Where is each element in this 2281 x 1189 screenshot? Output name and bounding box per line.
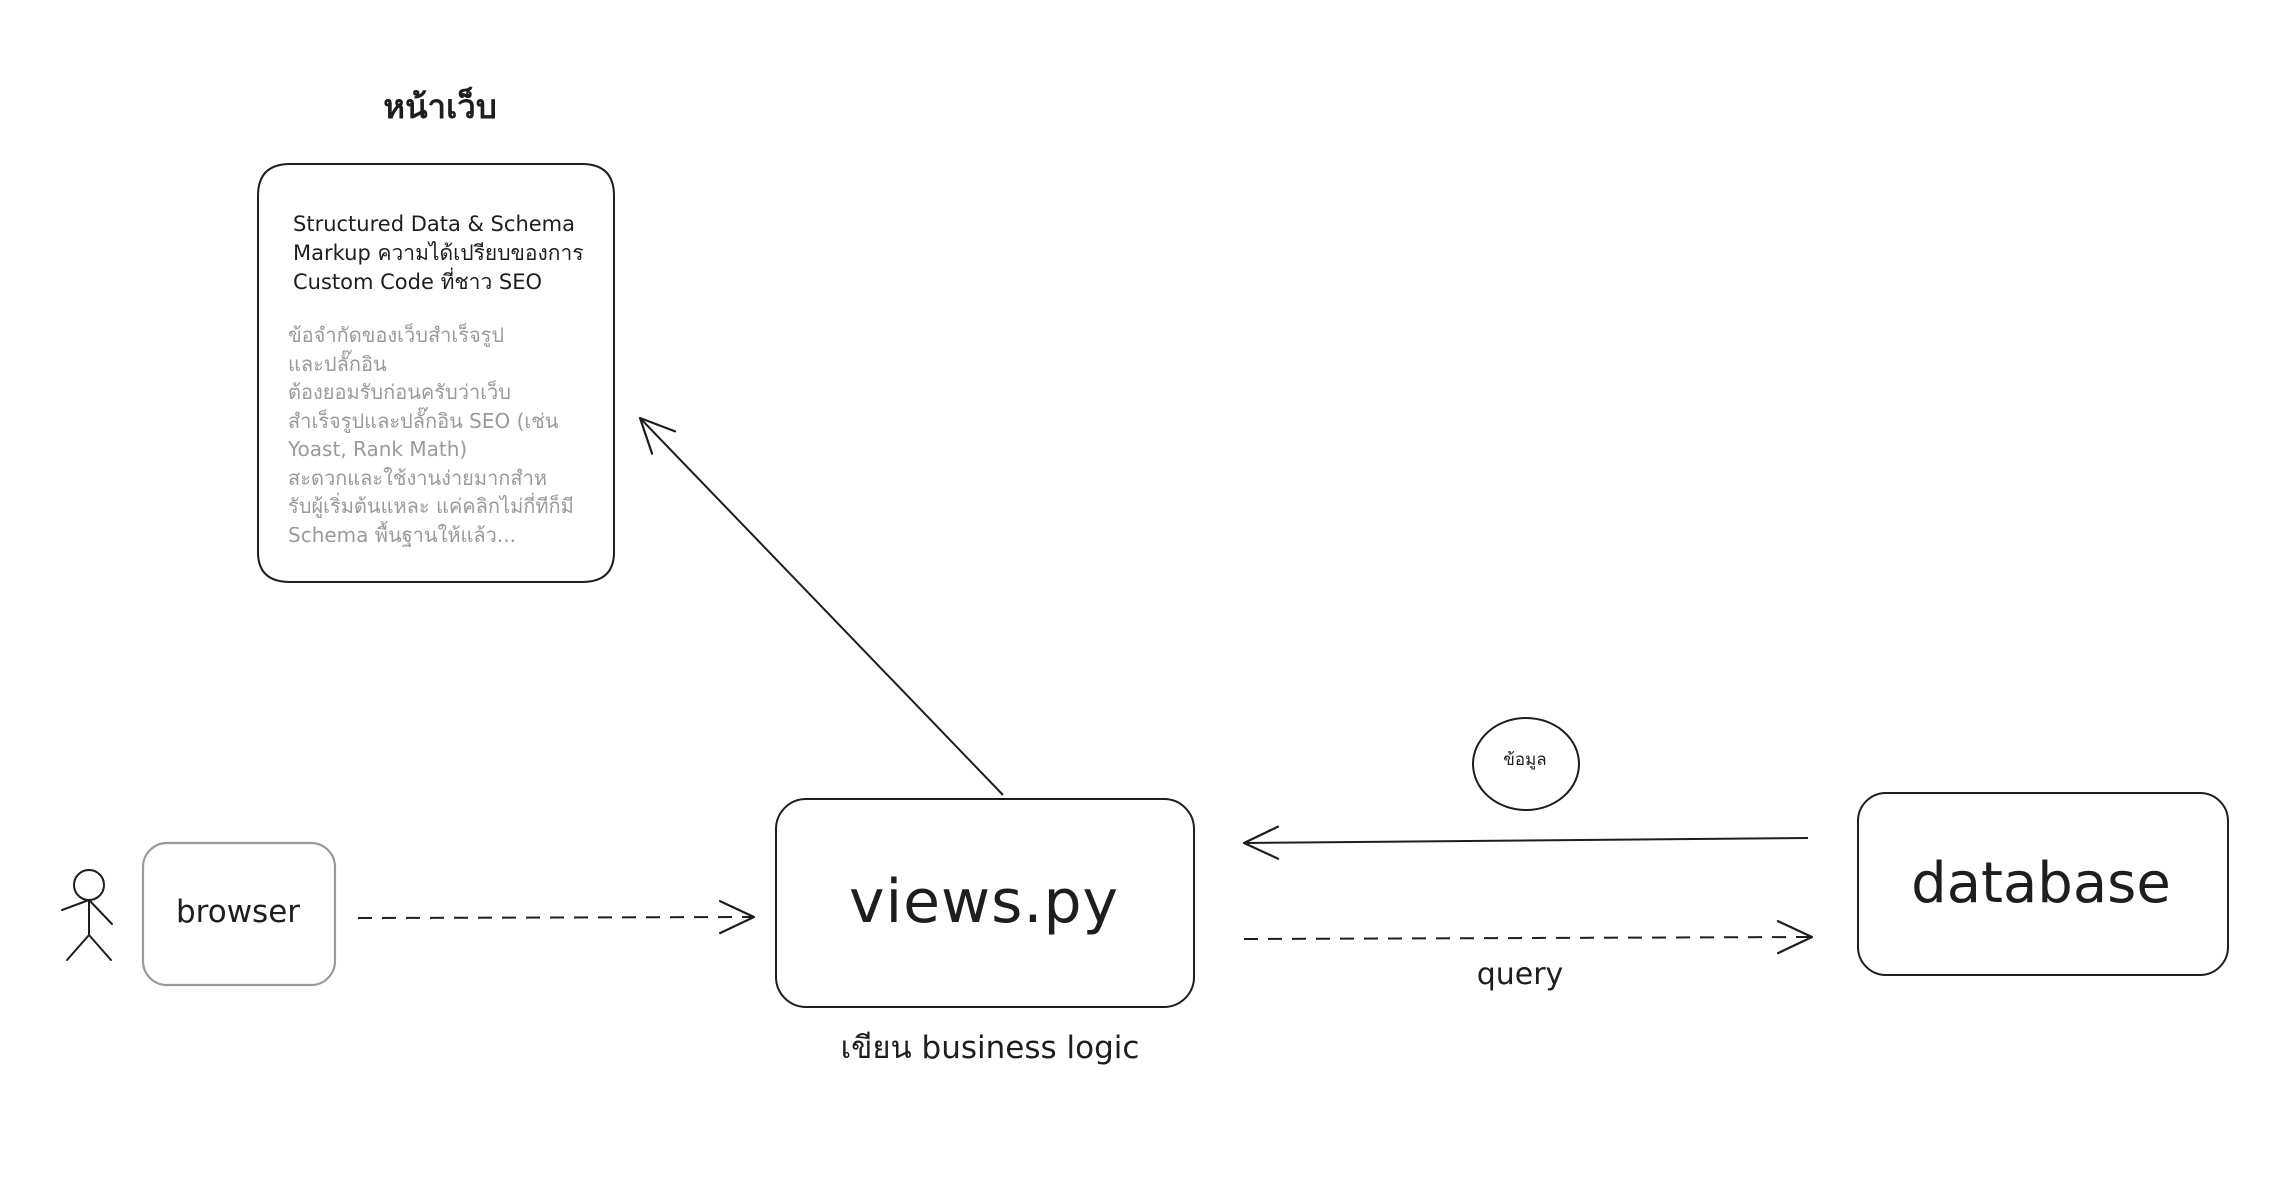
card-body-line: สะดวกและใช้งานง่ายมากสำห [288, 465, 548, 490]
database-box [1857, 792, 2229, 976]
card-body-line: สำเร็จรูปและปลั๊กอิน SEO (เช่น [288, 408, 559, 433]
views-to-database-query-arrow [1243, 920, 1814, 955]
browser-box [141, 841, 337, 987]
card-title-line: Markup ความได้เปรียบของการ [293, 241, 584, 265]
views-caption: เขียน business logic [840, 1030, 1140, 1066]
views-to-webpage-arrow [638, 416, 1004, 796]
query-label: query [1476, 957, 1564, 992]
webpage-card [257, 163, 615, 583]
card-body-line: ข้อจำกัดของเว็บสำเร็จรูป [288, 323, 505, 347]
card-body-line: ต้องยอมรับก่อนครับว่าเว็บ [288, 380, 511, 404]
card-body-line: และปลั๊กอิน [288, 351, 387, 376]
views-label: views.py [848, 867, 1120, 937]
browser-label: browser [175, 894, 301, 930]
database-to-views-arrow [1242, 825, 1809, 860]
views-box [775, 798, 1195, 1008]
card-title-line: Structured Data & Schema [293, 212, 575, 236]
user-icon [61, 869, 113, 961]
page-title: หน้าเว็บ [383, 87, 497, 126]
card-title: Structured Data & Schema Markup ความได้เ… [293, 210, 584, 297]
data-label: ข้อมูล [1503, 750, 1547, 770]
card-body: ข้อจำกัดของเว็บสำเร็จรูป และปลั๊กอิน ต้อ… [288, 321, 574, 549]
card-title-line: Custom Code ที่ชาว SEO [293, 270, 543, 294]
card-body-line: รับผู้เริ่มต้นแหละ แค่คลิกไม่กี่ทีก็มี [288, 494, 574, 518]
card-body-line: Yoast, Rank Math) [288, 437, 468, 461]
database-label: database [1911, 851, 2171, 916]
data-circle [1472, 717, 1580, 811]
browser-to-views-arrow [357, 899, 756, 935]
card-body-line: Schema พื้นฐานให้แล้ว... [288, 522, 516, 547]
